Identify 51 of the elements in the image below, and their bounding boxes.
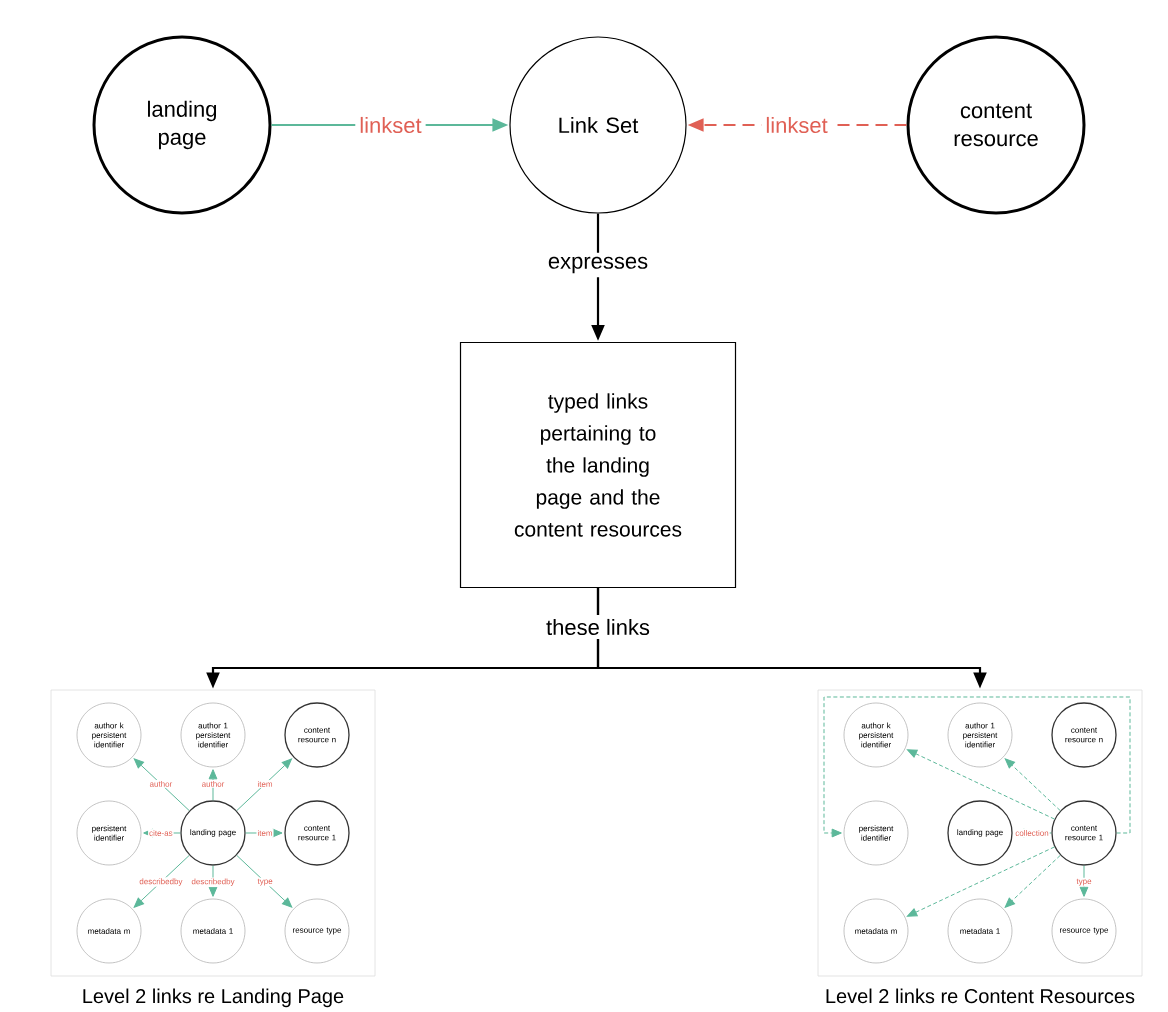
- circle-node: persistent identifier: [843, 800, 909, 866]
- edge-label: cite-as: [148, 829, 174, 837]
- diagram-panel: [817, 689, 1143, 977]
- edge-label: these links: [542, 614, 654, 640]
- node-label: Level 2 links re Content Resources: [826, 988, 1135, 1004]
- circle-node: author k persistent identifier: [76, 702, 142, 768]
- arrow: [236, 854, 293, 908]
- arrow: [823, 696, 1131, 838]
- edge-label: expresses: [543, 252, 653, 278]
- circle-node: metadata 1: [947, 898, 1013, 964]
- circle-node: content resource 1: [1051, 800, 1117, 866]
- edge-label: linkset: [355, 112, 426, 138]
- edge-label: type: [1075, 877, 1093, 887]
- arrow: [236, 758, 293, 812]
- circle-node: content resource 1: [284, 800, 350, 866]
- arrow: [1079, 865, 1089, 897]
- circle-node: resource type: [284, 898, 350, 964]
- process-box: typed links pertaining to the landing page and the content resources: [459, 341, 737, 589]
- circle-node: content resource n: [1051, 702, 1117, 768]
- circle-node: author 1 persistent identifier: [947, 702, 1013, 768]
- edge-label: describedby: [190, 877, 236, 887]
- arrow: [133, 758, 190, 812]
- arrow: [133, 854, 190, 908]
- circle-node: metadata m: [843, 898, 909, 964]
- circle-node: landing page: [180, 800, 246, 866]
- circle-node: metadata m: [76, 898, 142, 964]
- node-label: Level 2 links re Landing Page: [83, 988, 344, 1008]
- edge-label: author: [200, 779, 226, 788]
- arrow: [906, 749, 1055, 820]
- circle-node: author k persistent identifier: [843, 702, 909, 768]
- circle-node: Link Set: [509, 36, 687, 214]
- edge-label: item: [256, 829, 274, 837]
- circle-node: landing page: [92, 35, 272, 215]
- circle-node: landing page: [947, 800, 1013, 866]
- circle-node: persistent identifier: [76, 800, 142, 866]
- edge-label: linkset: [761, 112, 832, 138]
- circle-node: content resource: [906, 35, 1086, 215]
- arrow: [208, 769, 218, 801]
- arrow: [1004, 758, 1061, 812]
- arrow: [906, 846, 1055, 917]
- circle-node: metadata 1: [180, 898, 246, 964]
- circle-node: author 1 persistent identifier: [180, 702, 246, 768]
- edge-label: describedby: [138, 877, 184, 887]
- edge-label: type: [256, 877, 274, 887]
- edge-label: author: [148, 779, 174, 788]
- circle-node: resource type: [1051, 898, 1117, 964]
- diagram-panel: [50, 689, 376, 977]
- edge-label: item: [256, 780, 274, 788]
- arrow: [1004, 854, 1061, 908]
- circle-node: content resource n: [284, 702, 350, 768]
- edge-label: collection: [1014, 829, 1050, 837]
